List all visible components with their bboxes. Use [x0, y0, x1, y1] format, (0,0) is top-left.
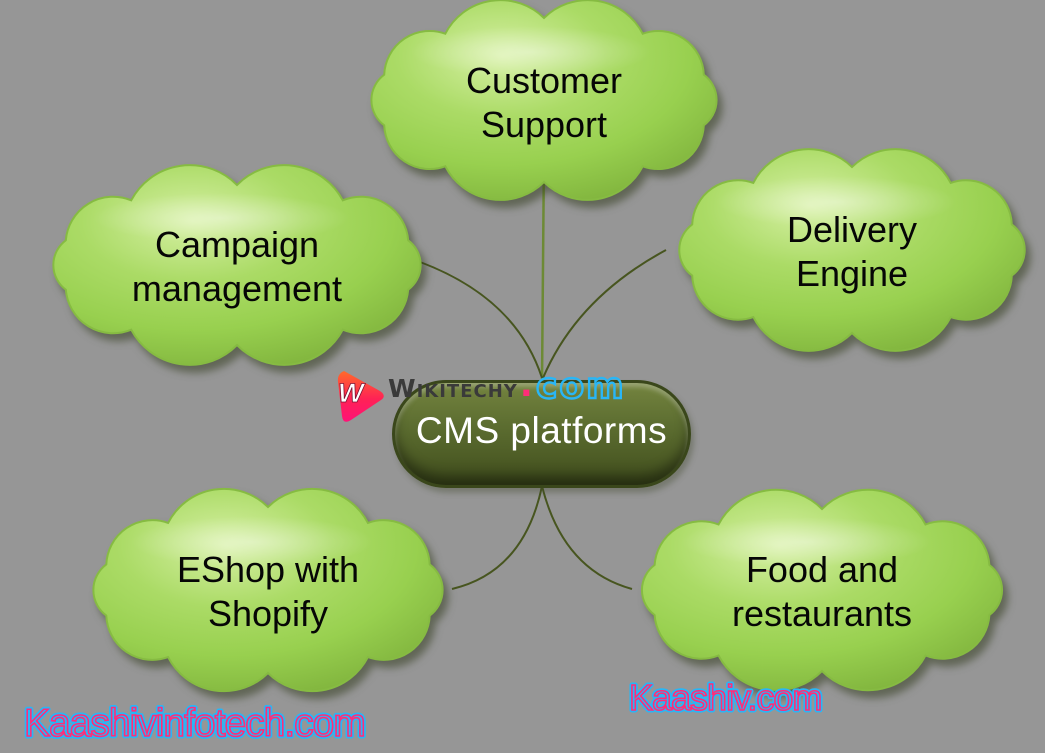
connector-eshop-shopify — [451, 485, 543, 590]
node-label-line1: Food and — [745, 549, 899, 591]
connector-delivery-engine — [542, 249, 667, 379]
connector-customer-support — [540, 149, 546, 383]
watermark-dot: . — [519, 365, 533, 405]
kaashiv-text: Kaashiv.com — [629, 677, 821, 718]
node-label-line1: Customer — [465, 59, 623, 101]
node-label-line1: EShop with — [176, 549, 360, 591]
node-label: Campaign management — [36, 166, 438, 368]
node-label: Delivery Engine — [664, 148, 1040, 356]
connector-campaign-management — [419, 261, 543, 379]
node-label-line2: restaurants — [731, 593, 913, 634]
cloud-shape — [52, 164, 422, 366]
wikitechy-watermark: W WIKITECHY . com — [334, 365, 625, 428]
cloud-shape — [92, 487, 444, 693]
node-label-line2: Shopify — [207, 593, 329, 634]
center-node-label: CMS platforms — [415, 410, 668, 451]
node-eshop-shopify[interactable]: EShop with Shopify — [78, 487, 458, 696]
node-label-line2: Engine — [795, 253, 909, 294]
watermark-tld: com — [535, 365, 625, 408]
cloud-shape — [678, 148, 1026, 352]
node-customer-support[interactable]: Customer Support — [355, 0, 733, 205]
kaashivinfotech-watermark: Kaashivinfotech.com Kaashivinfotech.com — [22, 700, 369, 748]
cloud-shape — [641, 488, 1003, 692]
wikitechy-play-w-icon: W — [338, 371, 384, 422]
kaashiv-watermark: Kaashiv.com Kaashiv.com — [627, 675, 825, 721]
node-label-line2: management — [131, 268, 343, 309]
watermark-icon-letter: W — [338, 378, 366, 408]
node-food-restaurants[interactable]: Food and restaurants — [626, 488, 1018, 694]
node-label: Food and restaurants — [626, 490, 1018, 694]
node-label: Customer Support — [355, 0, 733, 205]
cloud-shape — [370, 0, 718, 201]
kaashivinfotech-text-outline: Kaashivinfotech.com — [24, 702, 365, 745]
kaashivinfotech-text: Kaashivinfotech.com — [24, 702, 365, 745]
node-label-line1: Delivery — [786, 209, 918, 251]
watermark-brand-text: WIKITECHY — [388, 374, 518, 403]
node-cms-platforms[interactable]: CMS platforms — [392, 380, 691, 488]
kaashiv-text-outline: Kaashiv.com — [629, 677, 821, 718]
connector-food-restaurants — [541, 485, 633, 590]
node-campaign-management[interactable]: Campaign management — [36, 164, 438, 368]
node-label-line1: Campaign — [154, 224, 320, 266]
node-label-line2: Support — [480, 103, 608, 145]
node-label: EShop with Shopify — [78, 488, 458, 696]
watermark-tld-text: com — [536, 366, 626, 407]
node-delivery-engine[interactable]: Delivery Engine — [664, 148, 1040, 356]
